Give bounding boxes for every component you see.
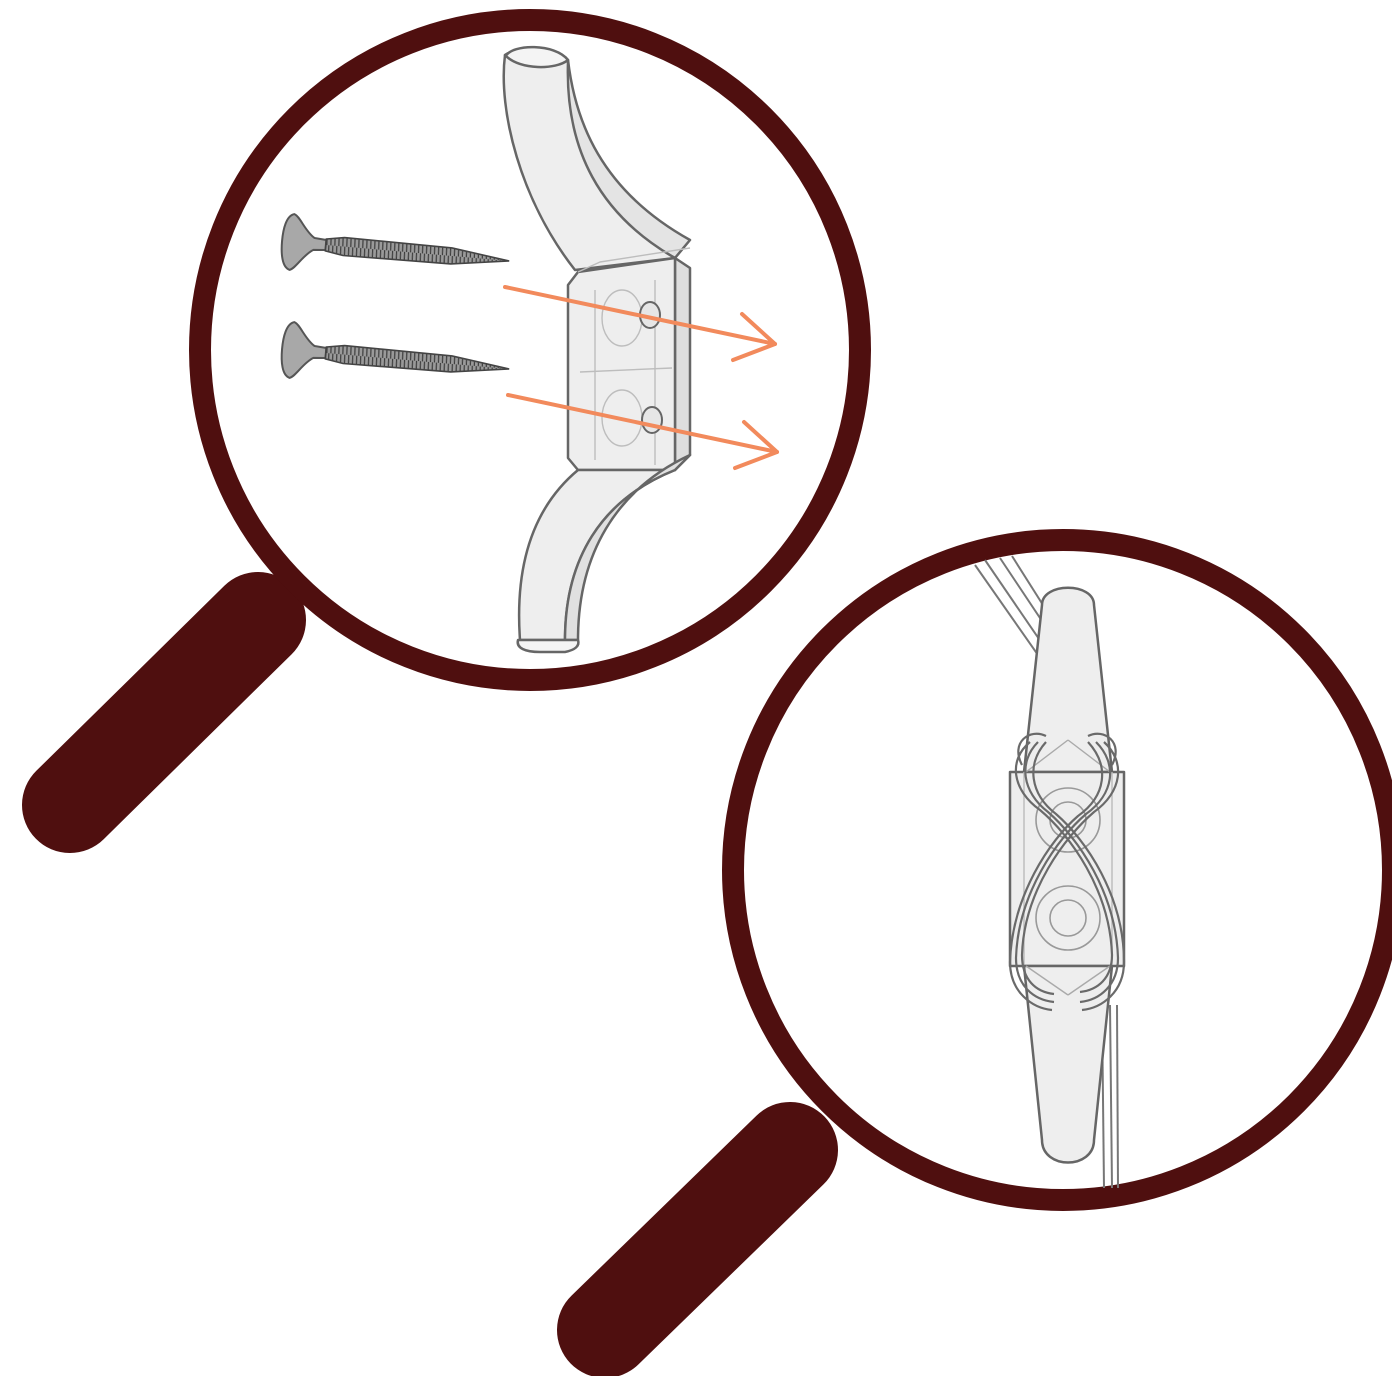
- magnifier-screw-mounting: [70, 20, 860, 805]
- magnifier-cord-wrapped: [605, 540, 1392, 1330]
- magnifier-handle: [70, 620, 258, 805]
- magnifier-handle: [605, 1150, 790, 1330]
